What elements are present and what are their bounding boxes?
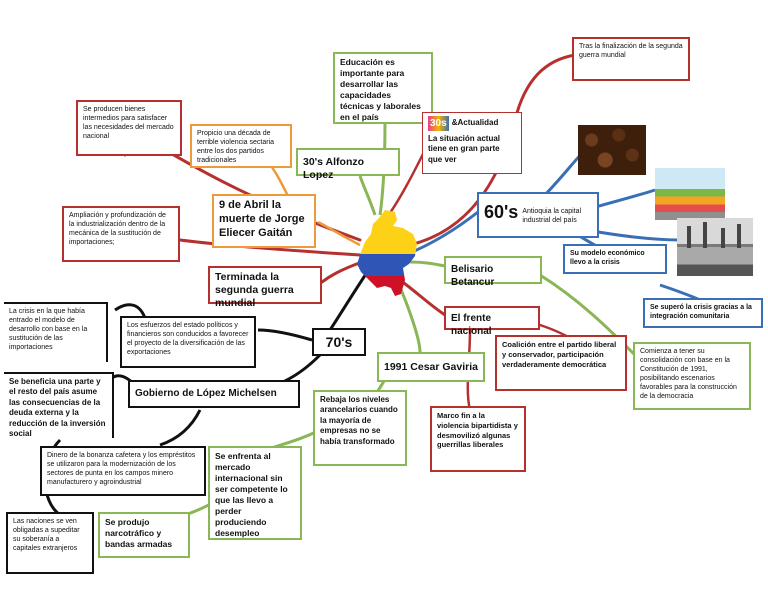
frente-title: El frente nacional <box>451 313 492 337</box>
gaviria-title: 1991 Cesar Gaviria <box>384 361 478 373</box>
dinero-text: Dinero de la bonanza cafetera y los empr… <box>47 452 196 487</box>
market-stalls-image <box>655 168 725 220</box>
belisario-node: Belisario Betancur <box>444 256 542 288</box>
enfrenta-text: Se enfrenta al mercado internacional sin… <box>215 451 288 539</box>
supero-text: Se superó la crisis gracias a la integra… <box>650 304 752 321</box>
actualidad-node: 30s &Actualidad La situación actual tien… <box>422 112 522 174</box>
rebaja-node: Rebaja los niveles arancelarios cuando l… <box>313 390 407 466</box>
enfrenta-node: Se enfrenta al mercado internacional sin… <box>208 446 302 540</box>
actualidad-text: La situación actual tiene en gran parte … <box>428 134 501 164</box>
narcotrafico-node: Se produjo narcotráfico y bandas armadas <box>98 512 190 558</box>
gaitan-node: 9 de Abril la muerte de Jorge Eliecer Ga… <box>212 194 316 248</box>
belisario-title: Belisario Betancur <box>451 264 495 288</box>
michelsen-title: Gobierno de López Michelsen <box>135 388 277 399</box>
sixties-node: 60's Antioquia la capital industrial del… <box>477 192 599 238</box>
seventies-node: 70's <box>312 328 366 356</box>
esfuerzos-node: Los esfuerzos del estado políticos y fin… <box>120 316 256 368</box>
actualidad-badge: 30s <box>428 116 449 131</box>
crisis-modelo-text: La crisis en la que había entrado el mod… <box>9 308 88 352</box>
link-esfuerzos <box>257 328 313 342</box>
naciones-node: Las naciones se ven obligadas a supedita… <box>6 512 94 574</box>
colombia-flag-map <box>357 210 417 296</box>
link-supero-green <box>539 273 642 362</box>
narcotrafico-text: Se produjo narcotráfico y bandas armadas <box>105 517 173 550</box>
comienza-text: Comienza a tener su consolidación con ba… <box>640 348 737 401</box>
propicio-node: Propicio una década de terrible violenci… <box>190 124 292 168</box>
beneficia-node: Se beneficia una parte y el resto del pa… <box>4 372 114 438</box>
crisis-modelo-node: La crisis en la que había entrado el mod… <box>4 302 108 362</box>
link-gaitan <box>317 220 361 247</box>
coffee-beans-image <box>578 125 646 175</box>
michelsen-node: Gobierno de López Michelsen <box>128 380 300 408</box>
marco-node: Marco fin a la violencia bipartidista y … <box>430 406 526 472</box>
ampliacion-text: Ampliación y profundización de la indust… <box>69 212 166 247</box>
coalicion-node: Coalición entre el partido liberal y con… <box>495 335 627 391</box>
terminada-title: Terminada la segunda guerra mundial <box>215 271 294 310</box>
link-lopez30 <box>358 175 377 216</box>
bienes-node: Se producen bienes intermedios para sati… <box>76 100 182 156</box>
link-dinero <box>159 409 202 447</box>
lopez30-title: 30's Alfonzo Lopez <box>303 156 365 182</box>
finalizacion-node: Tras la finalización de la segunda guerr… <box>572 37 690 81</box>
propicio-text: Propicio una década de terrible violenci… <box>197 130 275 165</box>
educacion-text: Educación es importante para desarrollar… <box>340 57 421 123</box>
comienza-node: Comienza a tener su consolidación con ba… <box>633 342 751 410</box>
gaviria-node: 1991 Cesar Gaviria <box>377 352 485 382</box>
terminada-node: Terminada la segunda guerra mundial <box>208 266 322 309</box>
actualidad-title: &Actualidad <box>451 118 499 128</box>
finalizacion-text: Tras la finalización de la segunda guerr… <box>579 43 683 60</box>
ampliacion-node: Ampliación y profundización de la indust… <box>62 206 180 262</box>
link-belisario <box>409 260 446 268</box>
antioquia-text: Antioquia la capital industrial del país <box>522 208 582 225</box>
educacion-node: Educación es importante para desarrollar… <box>333 52 433 124</box>
rebaja-text: Rebaja los niveles arancelarios cuando l… <box>320 395 398 446</box>
naciones-text: Las naciones se ven obligadas a supedita… <box>13 518 80 553</box>
link-crisis <box>114 303 147 319</box>
dinero-node: Dinero de la bonanza cafetera y los empr… <box>40 446 206 496</box>
modelo-crisis-node: Su modelo económico llevo a la crisis <box>563 244 667 274</box>
link-terminada <box>320 260 364 284</box>
sixties-title: 60's <box>484 202 519 222</box>
factory-image <box>677 218 753 276</box>
gaitan-title: 9 de Abril la muerte de Jorge Eliecer Ga… <box>219 199 305 239</box>
bienes-text: Se producen bienes intermedios para sati… <box>83 106 174 141</box>
beneficia-text: Se beneficia una parte y el resto del pa… <box>9 377 106 438</box>
coalicion-text: Coalición entre el partido liberal y con… <box>502 340 617 369</box>
esfuerzos-text: Los esfuerzos del estado políticos y fin… <box>127 322 249 357</box>
link-frente <box>398 278 447 317</box>
modelo-crisis-text: Su modelo económico llevo a la crisis <box>570 250 645 267</box>
supero-node: Se superó la crisis gracias a la integra… <box>643 298 763 328</box>
frente-node: El frente nacional <box>444 306 540 337</box>
marco-text: Marco fin a la violencia bipartidista y … <box>437 411 518 450</box>
lopez30-node: 30's Alfonzo Lopez <box>296 148 400 181</box>
seventies-title: 70's <box>325 334 353 350</box>
